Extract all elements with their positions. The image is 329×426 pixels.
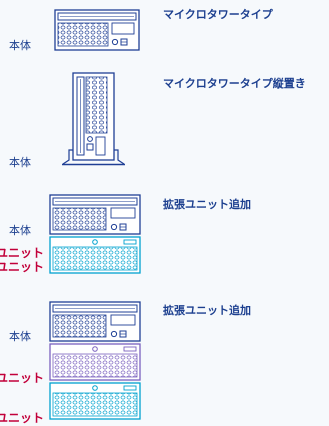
config-4-expansion-unit-2 xyxy=(49,382,141,420)
config-1-title: マイクロタワータイプ xyxy=(163,8,273,21)
config-4-expansion-unit-1 xyxy=(49,343,141,381)
config-2-main-unit-vertical xyxy=(62,72,125,166)
config-3-main-label: 本体 xyxy=(9,224,31,237)
config-3-unit-label-1: ユニット xyxy=(0,246,45,260)
config-3-expansion-unit xyxy=(49,236,141,274)
config-3-title: 拡張ユニット追加 xyxy=(163,198,251,211)
config-1-main-unit xyxy=(54,9,140,51)
config-2-main-label: 本体 xyxy=(9,156,31,169)
config-4-unit-label-1: ユニット xyxy=(0,371,45,385)
config-4-main-unit xyxy=(49,301,141,342)
config-2-title: マイクロタワータイプ縦置き xyxy=(163,77,306,90)
config-4-title: 拡張ユニット追加 xyxy=(163,304,251,317)
config-4-unit-label-2: ユニット xyxy=(0,411,45,425)
config-1-main-label: 本体 xyxy=(9,39,31,52)
config-3-unit-label-2: ユニット xyxy=(0,260,45,274)
config-4-main-label: 本体 xyxy=(9,330,31,343)
config-3-main-unit xyxy=(49,194,141,235)
